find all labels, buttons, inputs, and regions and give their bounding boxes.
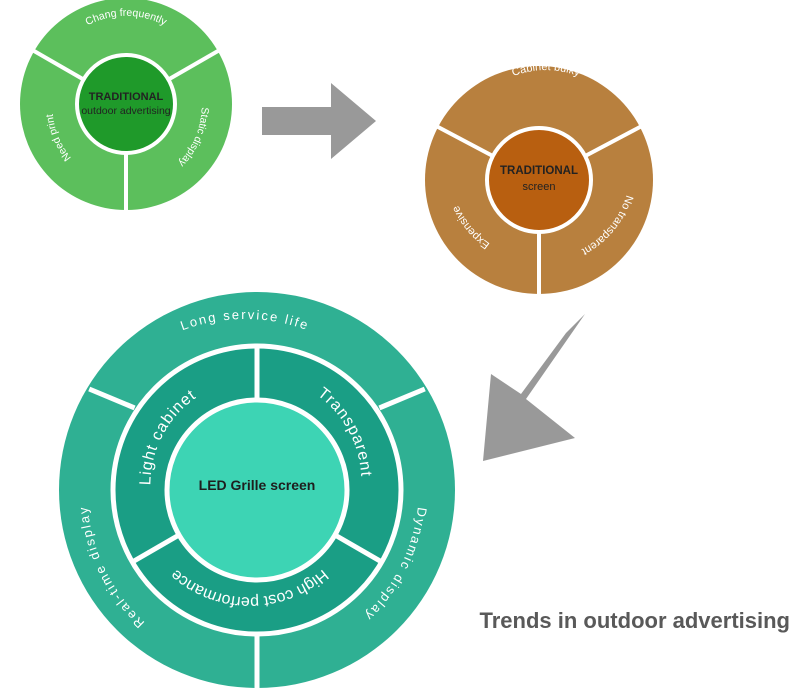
traditional-screen-center xyxy=(485,126,593,234)
traditional-advertising-center xyxy=(75,53,177,155)
traditional-screen-center-line1: TRADITIONAL xyxy=(500,165,578,177)
led-grille-inner-dividers xyxy=(131,346,383,565)
arrow-right-icon xyxy=(262,83,376,159)
led-grille-outer-dividers xyxy=(88,386,426,690)
traditional-screen-dividers xyxy=(436,124,642,294)
diagram-caption: Trends in outdoor advertising xyxy=(479,608,790,633)
arrow-down-left-icon xyxy=(483,314,585,461)
traditional-advertising-center-line2: outdoor advertising xyxy=(81,105,170,117)
led-grille-circle: LED Grille screen Light cabinet Transpar… xyxy=(59,292,455,690)
led-grille-center-label: LED Grille screen xyxy=(199,477,316,493)
led-grille-center xyxy=(164,397,350,583)
segment-label-cabinet-bulky: Cabinet bulky xyxy=(510,61,582,79)
traditional-advertising-center-line1: TRADITIONAL xyxy=(89,91,164,103)
traditional-screen-center-line2: screen xyxy=(522,181,555,193)
traditional-screen-circle: TRADITIONAL screen Cabinet bulky No tran… xyxy=(425,61,653,294)
traditional-advertising-circle: TRADITIONAL outdoor advertising Chang fr… xyxy=(20,0,232,210)
traditional-advertising-dividers xyxy=(32,48,220,210)
